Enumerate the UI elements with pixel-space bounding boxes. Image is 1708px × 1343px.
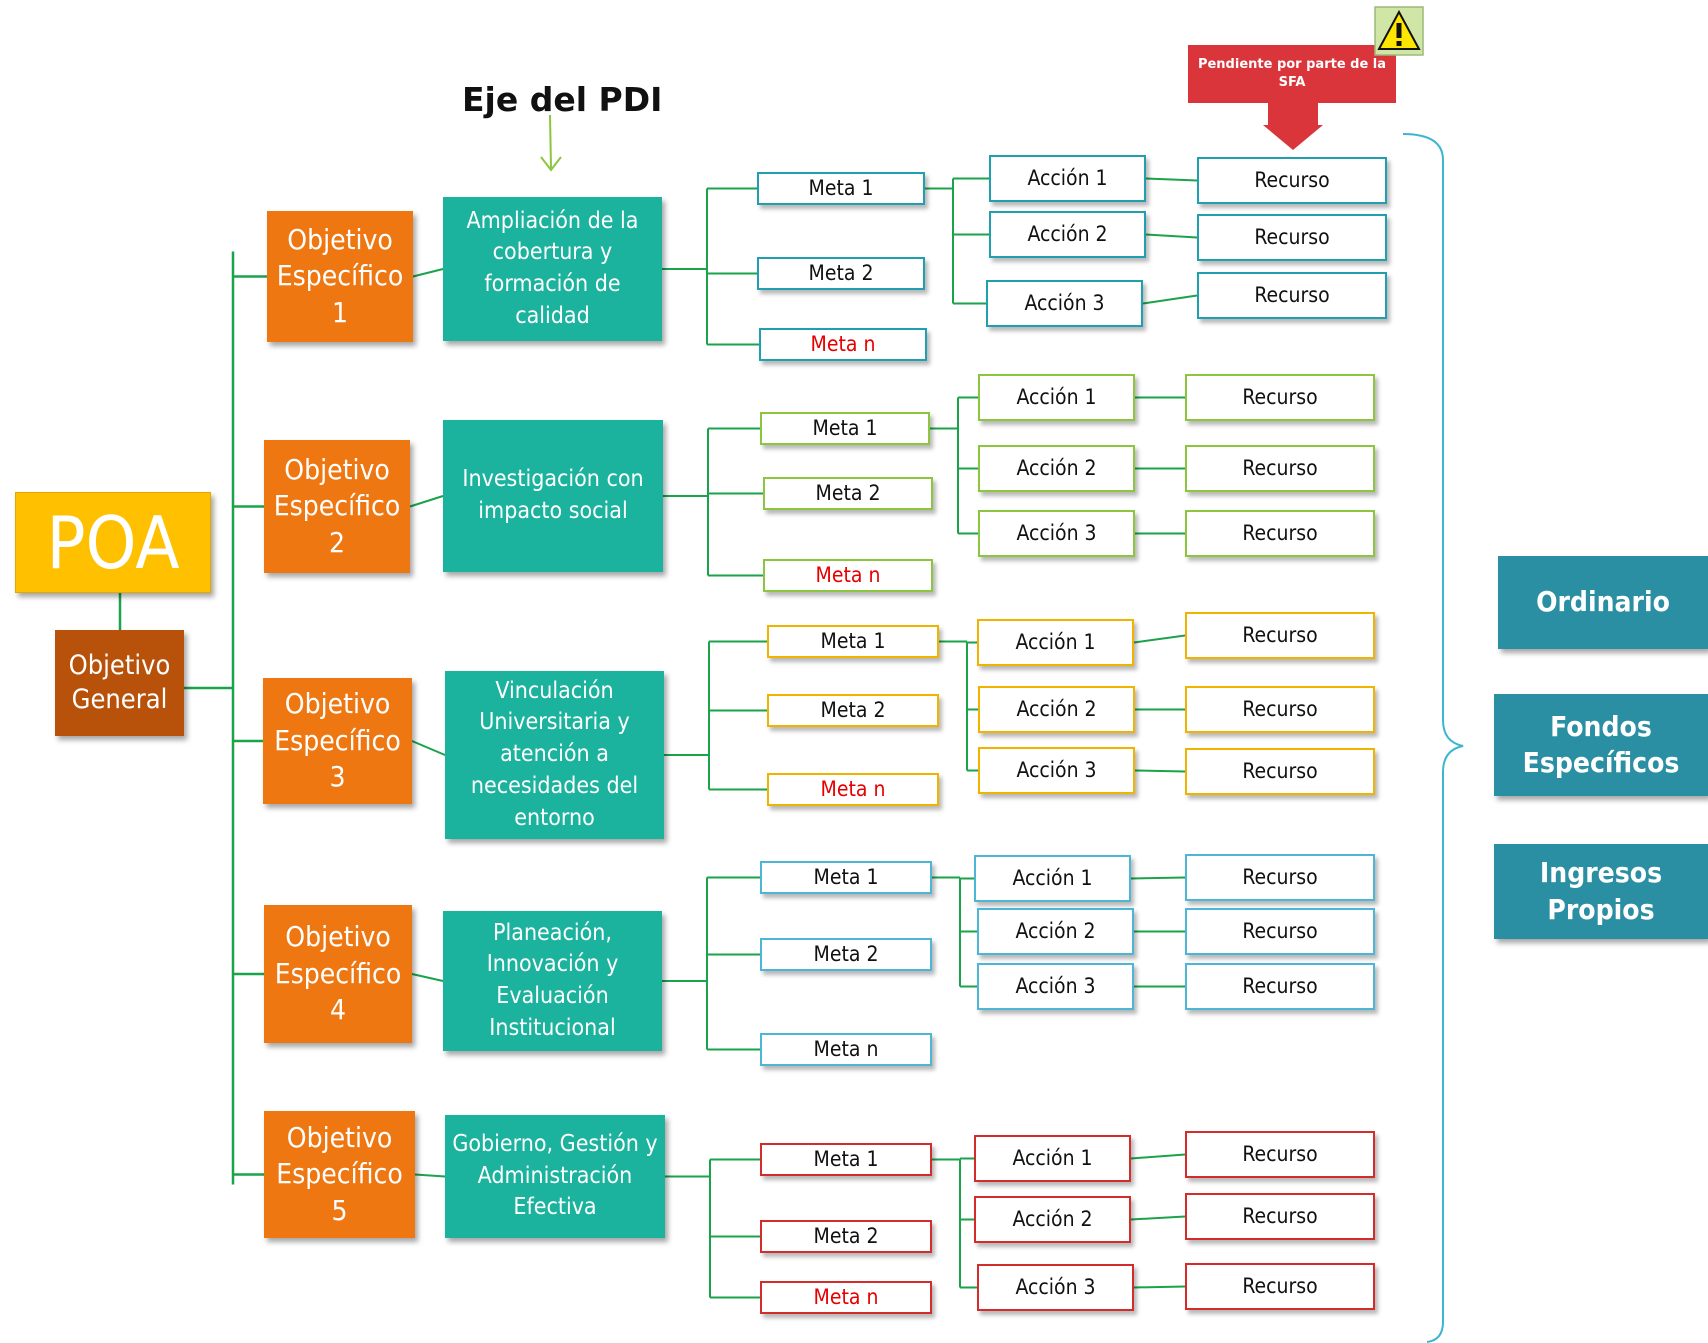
objective-box-3: Objetivo Específico 3 <box>263 678 412 804</box>
resource-link <box>1133 634 1186 644</box>
resource-box: Recurso <box>1185 686 1375 733</box>
axis-link <box>412 268 444 278</box>
axis-box-3: Vinculación Universitaria y atención a n… <box>445 671 664 839</box>
diagram-title: Eje del PDI <box>462 80 663 119</box>
axis-box-5: Gobierno, Gestión y Administración Efect… <box>445 1115 665 1238</box>
objective-box-1: Objetivo Específico 1 <box>267 211 413 342</box>
resource-box: Recurso <box>1185 1263 1375 1310</box>
meta-box: Meta 2 <box>760 1220 932 1253</box>
axis-link <box>414 1173 446 1178</box>
resource-box: Recurso <box>1185 510 1375 557</box>
axis-link <box>411 973 444 982</box>
meta-box: Meta 2 <box>760 938 932 971</box>
resource-link <box>1142 294 1198 305</box>
resource-box: Recurso <box>1185 374 1375 421</box>
meta-box: Meta 2 <box>767 694 939 727</box>
axis-box-4: Planeación, Innovación y Evaluación Inst… <box>443 911 662 1051</box>
resource-link <box>1130 1153 1186 1160</box>
meta-box: Meta n <box>767 773 939 806</box>
funding-brace <box>1402 133 1464 1343</box>
action-box: Acción 3 <box>977 963 1134 1010</box>
pending-arrow <box>1263 103 1323 150</box>
resource-box: Recurso <box>1185 445 1375 492</box>
resource-box: Recurso <box>1197 272 1387 319</box>
resource-box: Recurso <box>1185 748 1375 795</box>
action-box: Acción 2 <box>977 908 1134 955</box>
meta-box: Meta 1 <box>760 412 930 445</box>
axis-box-2: Investigación con impacto social <box>443 420 663 572</box>
resource-link <box>1130 876 1186 880</box>
meta-box: Meta 1 <box>760 1143 932 1176</box>
action-box: Acción 3 <box>986 280 1143 327</box>
meta-box: Meta n <box>759 328 927 361</box>
resource-box: Recurso <box>1185 854 1375 901</box>
objective-box-4: Objetivo Específico 4 <box>264 905 412 1043</box>
action-box: Acción 1 <box>978 374 1135 421</box>
meta-box: Meta 1 <box>760 861 932 894</box>
action-box: Acción 3 <box>977 1264 1134 1311</box>
pending-sfa-banner: Pendiente por parte de la SFA <box>1188 45 1396 103</box>
resource-box: Recurso <box>1185 612 1375 659</box>
axis-link <box>411 740 446 756</box>
resource-link <box>1130 1215 1186 1221</box>
resource-link <box>1133 1285 1186 1289</box>
title-arrow-shaft <box>549 114 552 169</box>
axis-link <box>409 495 444 508</box>
action-box: Acción 1 <box>974 1135 1131 1182</box>
action-box: Acción 1 <box>974 855 1131 902</box>
meta-box: Meta n <box>760 1281 932 1314</box>
resource-box: Recurso <box>1185 963 1375 1010</box>
action-box: Acción 3 <box>978 747 1135 794</box>
axis-box-1: Ampliación de la cobertura y formación d… <box>443 197 662 341</box>
meta-box: Meta n <box>760 1033 932 1066</box>
resource-box: Recurso <box>1197 157 1387 204</box>
resource-link <box>1145 233 1198 239</box>
action-box: Acción 2 <box>974 1196 1131 1243</box>
meta-box: Meta n <box>763 559 933 592</box>
meta-box: Meta 2 <box>757 257 925 290</box>
meta-box: Meta 2 <box>763 477 933 510</box>
title-arrow-head <box>540 156 562 172</box>
resource-link <box>1145 177 1198 182</box>
resource-box: Recurso <box>1185 908 1375 955</box>
objective-box-2: Objetivo Específico 2 <box>264 440 410 573</box>
fund-box-1: Ordinario <box>1498 556 1708 649</box>
action-box: Acción 3 <box>978 510 1135 557</box>
action-box: Acción 1 <box>989 155 1146 202</box>
general-objective-box: Objetivo General <box>55 630 184 736</box>
fund-box-3: Ingresos Propios <box>1494 844 1708 939</box>
warning-icon <box>1374 6 1424 56</box>
poa-box: POA <box>15 492 211 593</box>
resource-box: Recurso <box>1197 214 1387 261</box>
meta-box: Meta 1 <box>757 172 925 205</box>
resource-box: Recurso <box>1185 1131 1375 1178</box>
action-box: Acción 1 <box>977 619 1134 666</box>
fund-box-2: Fondos Específicos <box>1494 694 1708 796</box>
action-box: Acción 2 <box>989 211 1146 258</box>
action-box: Acción 2 <box>978 445 1135 492</box>
action-box: Acción 2 <box>978 686 1135 733</box>
resource-link <box>1134 769 1186 773</box>
objective-box-5: Objetivo Específico 5 <box>264 1111 415 1238</box>
meta-box: Meta 1 <box>767 625 939 658</box>
resource-box: Recurso <box>1185 1193 1375 1240</box>
